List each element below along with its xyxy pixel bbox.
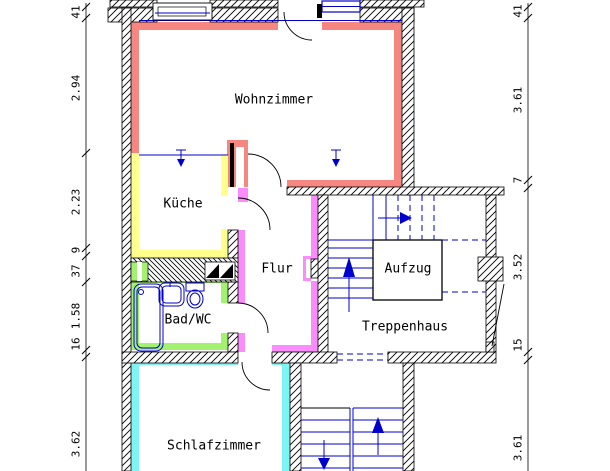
toilet — [186, 289, 204, 309]
opening-marker-living — [331, 149, 341, 159]
stair-stringer — [349, 408, 354, 471]
dim-label: 16 — [69, 337, 83, 351]
shaft-triangle-icon — [206, 264, 219, 278]
door-arc-kitchen — [237, 197, 271, 231]
door-arc-bedroom — [241, 361, 271, 391]
dim-label: 3.61 — [511, 434, 525, 462]
room-label-bath: Bad/WC — [164, 312, 212, 328]
entry-door-leaf — [491, 283, 505, 347]
room-label-living: Wohnzimmer — [234, 92, 314, 108]
room-label-bedroom: Schlafzimmer — [167, 438, 261, 454]
room-label-kitchen: Küche — [163, 196, 203, 212]
landing-dashed-opening — [337, 353, 388, 361]
dim-label: 9 — [69, 246, 83, 254]
hall-niche-block — [310, 258, 319, 279]
dimension-chain-left — [81, 2, 91, 471]
arrowhead-right-icon — [400, 212, 412, 224]
arrowhead-up2-icon — [372, 417, 384, 433]
elevator-dashed-lines — [442, 239, 486, 293]
wall-pillar — [477, 256, 504, 282]
bathtub — [133, 283, 164, 352]
dim-label: 37 — [69, 264, 83, 278]
facade-windows — [139, 0, 402, 21]
stair-arrowheads — [177, 159, 412, 470]
bathtub-drain — [138, 289, 144, 295]
stair-treads-lower-left — [301, 419, 350, 469]
lining-kitchen — [131, 153, 228, 258]
dim-label: 7 — [511, 176, 525, 184]
dim-label: 15 — [511, 338, 525, 352]
door-arcs — [237, 11, 505, 409]
duct-shaft-symbols — [130, 261, 236, 282]
arrowhead-up-icon — [343, 257, 355, 277]
exterior-walls — [107, 0, 505, 471]
dim-label: 3.62 — [69, 430, 83, 458]
door-arc-bath — [237, 302, 269, 334]
dim-label: 2.94 — [69, 74, 83, 102]
room-label-staircase: Treppenhaus — [361, 319, 449, 335]
door-arc-living — [247, 153, 282, 188]
toilet-tank — [185, 282, 205, 292]
lining-bedroom — [131, 358, 290, 471]
opening-marker-kitchen — [176, 149, 186, 159]
dim-label: 41 — [69, 5, 83, 19]
window-mullion — [317, 4, 322, 18]
marker-head-kitchen — [177, 159, 185, 167]
dim-label: 3.52 — [511, 253, 525, 281]
elevator-box — [372, 239, 443, 301]
dim-label: 1.58 — [69, 302, 83, 330]
marker-head-living — [332, 159, 340, 167]
room-label-hall: Flur — [261, 261, 293, 277]
sink — [158, 282, 185, 307]
window-left — [152, 2, 213, 21]
stub-core — [236, 147, 244, 187]
room-label-elevator: Aufzug — [384, 261, 432, 277]
dim-label: 2.23 — [69, 188, 83, 216]
dim-label: 41 — [511, 4, 525, 18]
lining-hall — [238, 188, 318, 352]
arrowhead-down-icon — [318, 458, 330, 470]
dim-label: 3.61 — [511, 86, 525, 114]
dimension-chain-right — [523, 2, 533, 471]
stub-shaft — [230, 143, 234, 187]
door-arc-balcony — [283, 11, 313, 41]
shaft-triangle-icon — [220, 264, 233, 278]
duct-slot — [137, 262, 142, 281]
